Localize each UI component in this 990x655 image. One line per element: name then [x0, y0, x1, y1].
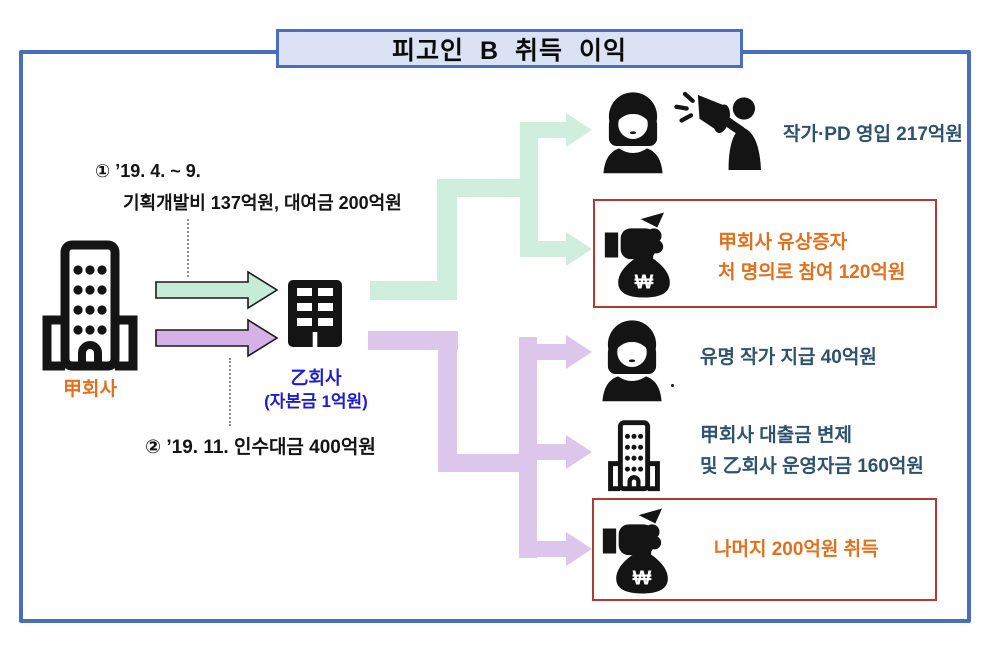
outcome-capital-increase-label: 甲회사 유상증자 처 명의로 참여 120억원 — [718, 228, 905, 288]
outcome-capital-increase-line1: 甲회사 유상증자 — [718, 232, 848, 253]
svg-text:₩: ₩ — [633, 567, 652, 589]
outcome-loan-repayment-line2: 및 乙회사 운영자금 160억원 — [700, 456, 924, 477]
company-b-capital-label: (자본금 1억원) — [264, 392, 368, 411]
outcome-loan-repayment-label: 甲회사 대출금 변제 및 乙회사 운영자금 160억원 — [700, 420, 924, 482]
money-bag-fist-icon: ₩ — [602, 505, 682, 597]
note2: ② ’19. 11. 인수대금 400억원 — [145, 437, 376, 458]
money-bag-fist-icon: ₩ — [604, 209, 684, 301]
company-a-label: 甲회사 — [63, 379, 117, 400]
page-title: 피고인 B 취득 이익 — [392, 36, 627, 65]
note1-line1: ① ’19. 4. ~ 9. — [95, 161, 201, 181]
note1-line2: 기획개발비 137억원, 대여금 200억원 — [123, 193, 402, 213]
woman-icon — [598, 90, 668, 174]
dotted-connector-2 — [229, 358, 231, 426]
company-building-icon — [606, 420, 662, 492]
svg-text:₩: ₩ — [635, 271, 654, 293]
company-b-building-icon — [288, 280, 342, 350]
outcome-famous-writer-label: 유명 작가 지급 40억원 — [700, 347, 877, 368]
dotted-connector-1 — [187, 219, 189, 277]
small-dot — [671, 384, 674, 387]
company-a-building-icon — [40, 240, 140, 372]
title-box: 피고인 B 취득 이익 — [276, 29, 743, 68]
megaphone-person-icon — [672, 88, 768, 170]
company-b-label: 乙회사 — [290, 368, 342, 388]
outcome-writers-pd-label: 작가·PD 영입 217억원 — [783, 124, 963, 145]
outcome-capital-increase-line2: 처 명의로 참여 120억원 — [718, 262, 906, 283]
outcome-loan-repayment-line1: 甲회사 대출금 변제 — [700, 425, 852, 446]
woman-icon — [597, 318, 667, 402]
outcome-remainder-label: 나머지 200억원 취득 — [714, 539, 879, 560]
